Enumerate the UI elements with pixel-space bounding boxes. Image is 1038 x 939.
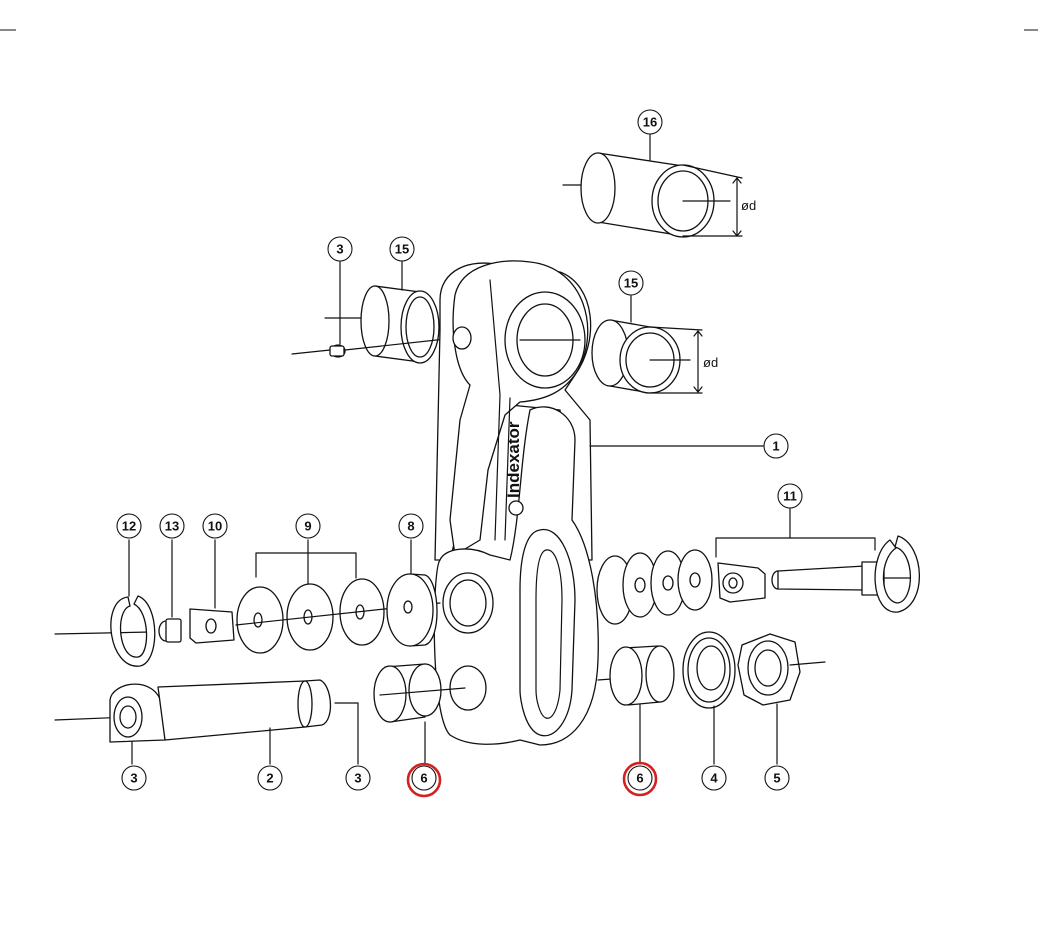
bushing-6-right — [597, 645, 675, 765]
callout-3-mid: 3 — [345, 765, 371, 791]
svg-text:6: 6 — [420, 771, 427, 786]
spacer-8 — [386, 539, 438, 647]
svg-text:11: 11 — [783, 489, 797, 504]
nut-5 — [737, 633, 826, 765]
callout-16: 16 — [637, 109, 663, 135]
callout-11: 11 — [777, 483, 803, 509]
main-link-1 — [433, 260, 599, 746]
svg-text:2: 2 — [266, 771, 273, 786]
svg-text:4: 4 — [710, 771, 718, 786]
svg-text:13: 13 — [165, 519, 179, 534]
svg-text:12: 12 — [122, 519, 136, 534]
bushing-16 — [562, 133, 743, 238]
bushing-6-left — [373, 663, 466, 765]
callout-3-left: 3 — [121, 765, 147, 791]
grease-nipple-13 — [158, 539, 182, 643]
callout-3-top: 3 — [327, 236, 353, 262]
svg-text:3: 3 — [130, 771, 137, 786]
bearing-4 — [682, 631, 736, 765]
svg-text:15: 15 — [624, 276, 638, 291]
callout-8: 8 — [398, 513, 424, 539]
callout-15-right: 15 — [618, 270, 644, 296]
callout-6-right: 6 — [622, 761, 658, 797]
callout-2: 2 — [257, 765, 283, 791]
svg-text:3: 3 — [354, 771, 361, 786]
svg-text:6: 6 — [636, 771, 643, 786]
svg-text:9: 9 — [304, 519, 311, 534]
callout-9: 9 — [295, 513, 321, 539]
svg-text:10: 10 — [208, 519, 222, 534]
svg-text:1: 1 — [772, 439, 779, 454]
brand-logo-text: Indexator — [504, 421, 523, 498]
circlip-12 — [54, 539, 156, 667]
highlight-ring-6-left — [406, 762, 442, 798]
pin-assembly-11 — [715, 507, 920, 613]
callout-12: 12 — [116, 513, 142, 539]
callout-4: 4 — [701, 765, 727, 791]
dimension-label-16: ød — [741, 198, 756, 213]
right-washer-stack — [596, 549, 713, 625]
bushing-15-right — [591, 295, 703, 394]
callout-5: 5 — [764, 765, 790, 791]
svg-text:5: 5 — [773, 771, 780, 786]
stop-block-10 — [189, 539, 235, 644]
grease-nipple-3-top — [291, 261, 456, 358]
callout-6-left: 6 — [406, 762, 442, 798]
callout-1: 1 — [763, 433, 789, 459]
svg-text:3: 3 — [336, 242, 343, 257]
svg-text:16: 16 — [643, 115, 657, 130]
svg-text:15: 15 — [395, 242, 409, 257]
washers-9 — [235, 539, 441, 654]
pin-2 — [54, 679, 359, 765]
callout-10: 10 — [202, 513, 228, 539]
svg-text:8: 8 — [407, 519, 414, 534]
dimension-label-15: ød — [703, 355, 718, 370]
callout-15-left: 15 — [389, 236, 415, 262]
highlight-ring-6-right — [622, 761, 658, 797]
callout-13: 13 — [159, 513, 185, 539]
